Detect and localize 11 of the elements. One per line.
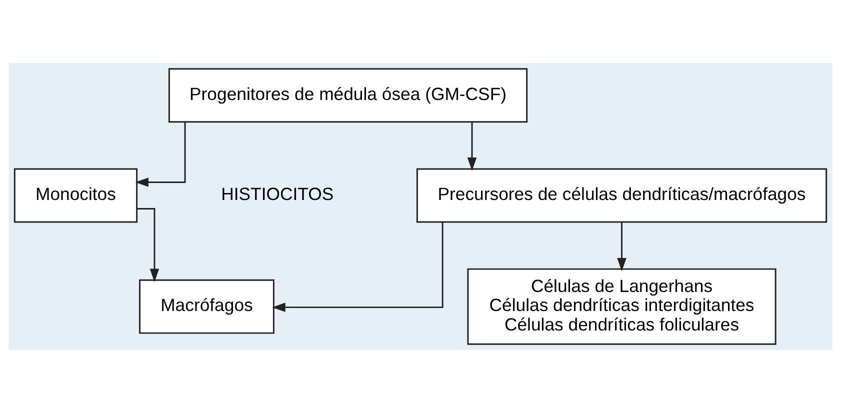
node-box: Células de Langerhans Células dendríticas interdigitantes Células dendríticas foliculares: [467, 268, 776, 344]
node-box: Progenitores de médula ósea (GM-CSF): [168, 68, 528, 122]
arrow: [272, 221, 444, 312]
node-box: Monocitos: [14, 168, 138, 222]
node-box: Precursores de células dendríticas/macrófagos: [416, 168, 828, 222]
arrow: [135, 121, 186, 186]
arrow: [137, 207, 160, 282]
node-box: Macrófagos: [139, 278, 274, 334]
arrow: [467, 122, 477, 170]
arrow: [617, 222, 626, 271]
label: HISTIOCITOS: [221, 184, 334, 204]
